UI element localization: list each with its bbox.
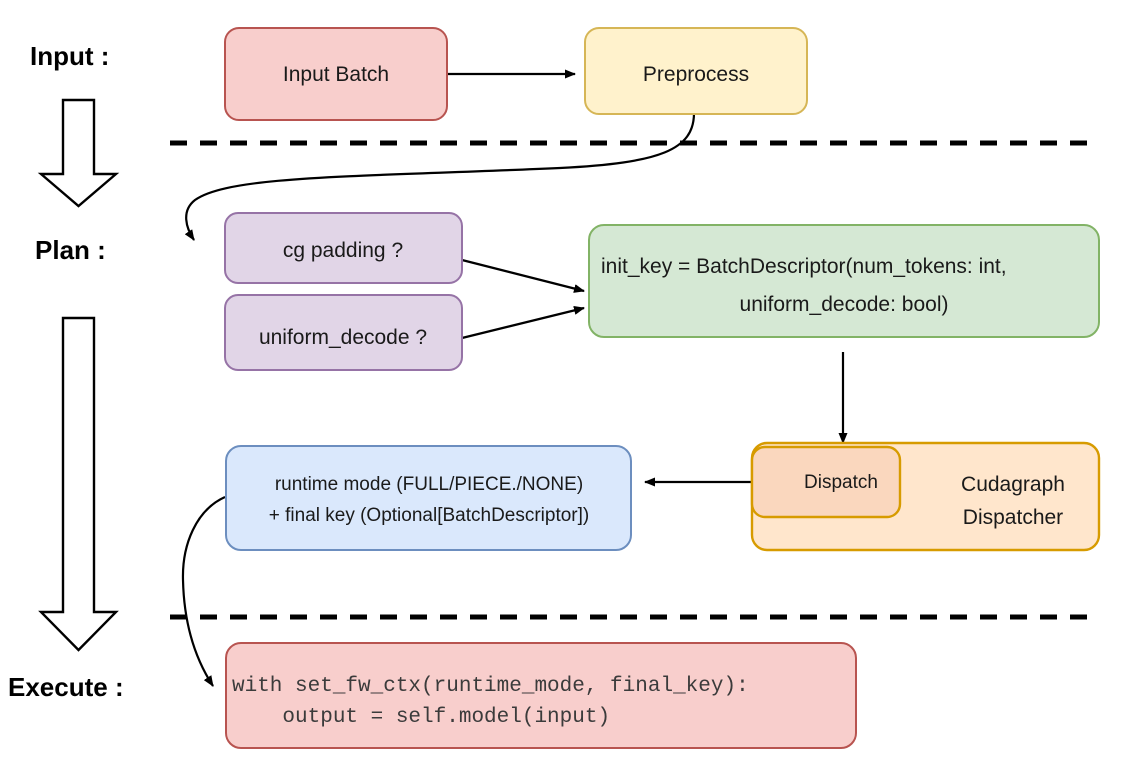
node-cg-padding-label: cg padding ? [283,239,403,262]
edge-uniform-decode-to-init-key [461,306,585,340]
edge-cg-padding-to-init-key [461,258,585,293]
node-execute-code-line2: output = self.model(input) [232,706,610,729]
node-init-key-line2: uniform_decode: bool) [740,293,949,316]
edge-preprocess-to-cg-padding [184,112,696,241]
node-init-key[interactable]: init_key = BatchDescriptor(num_tokens: i… [588,224,1100,338]
node-preprocess[interactable]: Preprocess [584,27,808,115]
stage-label-input: Input : [30,41,109,71]
node-input-batch-label: Input Batch [283,63,389,86]
node-execute-code[interactable]: with set_fw_ctx(runtime_mode, final_key)… [225,642,857,749]
stage-label-plan: Plan : [35,235,106,265]
stage-arrow-plan-to-execute [38,316,119,652]
stage-label-execute: Execute : [8,672,124,702]
node-dispatch-shape [750,445,902,519]
node-dispatch[interactable]: Dispatch [750,445,902,519]
node-cg-padding-shape [224,212,463,284]
node-uniform-decode-label: uniform_decode ? [259,326,427,349]
node-uniform-decode-shape [224,294,463,371]
node-cudagraph-dispatcher-label-line1: Cudagraph [961,473,1065,496]
node-runtime-mode-shape [225,445,632,551]
stage-arrow-input-to-plan [37,98,120,208]
node-init-key-line1: init_key = BatchDescriptor(num_tokens: i… [601,255,1007,278]
node-runtime-mode-line1: runtime mode (FULL/PIECE./NONE) [275,474,583,495]
node-preprocess-label: Preprocess [643,63,749,86]
node-runtime-mode-line2: + final key (Optional[BatchDescriptor]) [269,505,590,526]
node-input-batch-shape [224,27,448,121]
node-cudagraph-dispatcher-label-line2: Dispatcher [963,506,1063,529]
node-dispatch-label: Dispatch [804,472,878,493]
node-input-batch[interactable]: Input Batch [224,27,448,121]
node-cg-padding[interactable]: cg padding ? [224,212,463,284]
node-execute-code-line1: with set_fw_ctx(runtime_mode, final_key)… [232,675,749,698]
node-init-key-shape [588,224,1100,338]
node-execute-code-shape [225,642,857,749]
node-preprocess-shape [584,27,808,115]
node-uniform-decode[interactable]: uniform_decode ? [224,294,463,371]
edge-runtime-mode-to-execute [181,495,226,687]
node-runtime-mode[interactable]: runtime mode (FULL/PIECE./NONE) + final … [225,445,632,551]
